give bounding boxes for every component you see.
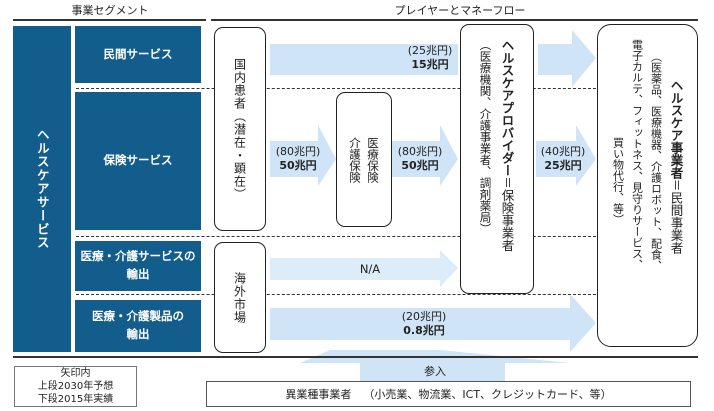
- care-insurance-label: 介護保険: [348, 136, 362, 183]
- newcomers-label: 異業種事業者: [285, 388, 352, 401]
- legend-line-2: 上段2030年予想: [37, 381, 114, 392]
- private-flow-arrow-body: [270, 44, 458, 75]
- segment-group-healthcare-services: ヘルスケアサービス: [13, 26, 71, 352]
- flow-header-rule: [211, 19, 698, 21]
- service-export-arrow: [270, 250, 458, 287]
- insurance-box: 医療保険 介護保険: [336, 92, 392, 227]
- provider-to-business-2015: 25兆円: [544, 158, 582, 172]
- business-title-column: ヘルスケア事業者＝民間事業者: [667, 79, 686, 271]
- legend-line-1: 矢印内: [60, 368, 91, 379]
- overseas-market-box: 海外市場: [214, 242, 266, 353]
- patient-to-insurance-amount: (80兆円) 50兆円: [270, 145, 326, 173]
- insurance-to-provider-arrow: [391, 125, 458, 186]
- insurance-to-provider-2030: (80兆円): [397, 145, 443, 158]
- provider-title: ヘルスケアプロバイダー: [499, 39, 515, 177]
- business-equals: ＝民間事業者: [668, 179, 684, 254]
- domestic-patients-label: 国内患者（潜在・顕在）: [232, 57, 247, 201]
- business-detail-2: 電子カルテ、フィットネス、見守りサービス、: [630, 39, 644, 270]
- healthcare-provider-box: ヘルスケアプロバイダー＝保険事業者 （医療機関、介護事業者、調剤薬局）: [460, 24, 534, 294]
- provider-to-business-amount: (40兆円) 25兆円: [535, 145, 591, 173]
- patient-to-insurance-arrow: [270, 125, 336, 186]
- patient-to-insurance-2030: (80兆円): [275, 145, 321, 158]
- segments-header-rule: [13, 19, 206, 21]
- private-flow-2015: 15兆円: [411, 57, 449, 71]
- flow-header: プレイヤーとマネーフロー: [394, 4, 526, 17]
- entry-label: 参入: [424, 365, 446, 378]
- insurance-to-provider-amount: (80兆円) 50兆円: [392, 145, 448, 173]
- segment-insurance-services: 保険サービス: [75, 92, 201, 230]
- segment-private-services: 民間サービス: [75, 26, 201, 83]
- insurance-to-provider-2015: 50兆円: [401, 158, 439, 172]
- private-flow-amount: (25兆円) 15兆円: [400, 44, 460, 72]
- provider-to-business-2030: (40兆円): [540, 145, 586, 158]
- overseas-market-label: 海外市場: [232, 271, 247, 324]
- newcomers-detail: （小売業、物流業、ICT、クレジットカード、等）: [363, 388, 612, 401]
- segments-header: 事業セグメント: [71, 4, 149, 17]
- private-flow-arrow: [538, 30, 596, 87]
- bottom-rule: [13, 356, 698, 358]
- provider-to-business-arrow: [536, 125, 596, 186]
- patient-to-insurance-2015: 50兆円: [279, 158, 317, 172]
- provider-detail: （医療機関、介護事業者、調剤薬局）: [478, 39, 493, 235]
- newcomers-box: 異業種事業者 （小売業、物流業、ICT、クレジットカード、等）: [206, 381, 691, 407]
- legend-line-3: 下段2015年実績: [37, 394, 114, 405]
- product-export-arrow: [270, 294, 596, 352]
- provider-title-column: ヘルスケアプロバイダー＝保険事業者: [498, 39, 517, 252]
- segment-service-export: 医療・介護サービスの 輸出: [75, 241, 201, 291]
- domestic-patients-box: 国内患者（潜在・顕在）: [214, 27, 266, 231]
- legend-box: 矢印内 上段2030年予想 下段2015年実績: [14, 366, 137, 407]
- row-divider-3: [76, 294, 596, 295]
- provider-equals: ＝保険事業者: [499, 176, 515, 252]
- business-title: ヘルスケア事業者: [668, 79, 684, 179]
- row-divider-2: [76, 236, 596, 237]
- product-export-2030: (20兆円): [401, 310, 447, 323]
- segment-product-export: 医療・介護製品の 輸出: [75, 300, 201, 352]
- row-divider-1: [76, 88, 596, 89]
- business-detail-1: （医薬品、医療機器、介護ロボット、配食、: [649, 51, 663, 271]
- business-detail-3: 買い物代行、等）: [611, 137, 625, 225]
- product-export-2015: 0.8兆円: [403, 323, 445, 337]
- healthcare-business-box: ヘルスケア事業者＝民間事業者 （医薬品、医療機器、介護ロボット、配食、 電子カル…: [597, 24, 698, 347]
- medical-insurance-label: 医療保険: [366, 136, 380, 183]
- service-export-amount: N/A: [359, 262, 381, 276]
- private-flow-2030: (25兆円): [407, 44, 453, 57]
- product-export-amount: (20兆円) 0.8兆円: [394, 310, 454, 338]
